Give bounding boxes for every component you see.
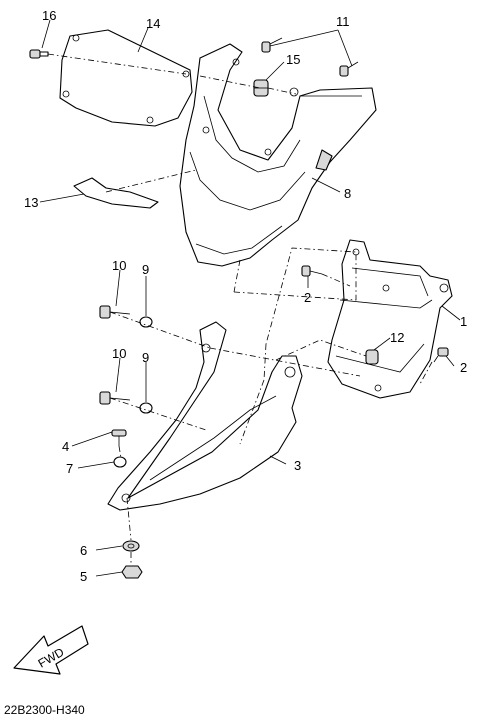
part-6-washer [122,540,140,552]
part-10-bolt-lower [99,391,131,405]
assembly-lines [47,53,433,566]
part-9-collar-upper [139,316,153,328]
callout-14: 14 [146,16,160,31]
callout-15: 15 [286,52,300,67]
diagram-code: 22B2300-H340 [4,703,85,717]
part-2-bolt-lower [433,347,449,363]
callout-labels: 16 14 11 15 13 8 10 9 2 1 12 2 10 9 4 7 … [24,8,467,584]
callout-11: 11 [336,14,350,29]
callout-9-upper: 9 [142,262,149,277]
callout-10-upper: 10 [112,258,126,273]
callout-4: 4 [62,439,69,454]
part-15-grommet [253,79,269,97]
callout-5: 5 [80,569,87,584]
part-12-grommet [365,349,379,365]
callout-7: 7 [66,461,73,476]
callout-2-upper: 2 [304,290,311,305]
part-8-headlight-cowl [179,43,377,267]
callout-10-lower: 10 [112,346,126,361]
leader-lines [39,19,461,577]
callout-12: 12 [390,330,404,345]
part-2-bolt-upper [301,265,323,277]
part-10-bolt-upper [99,305,131,319]
callout-6: 6 [80,543,87,558]
callout-13: 13 [24,195,38,210]
part-1-stay-frame [327,239,453,399]
part-13-cover [73,177,159,209]
part-4-screw [111,429,127,446]
callout-16: 16 [42,8,56,23]
part-16-screw [29,49,49,59]
callout-9-lower: 9 [142,350,149,365]
part-7-collar [113,456,127,468]
part-11-screws [261,37,359,77]
part-14-cover-panel [59,29,193,127]
part-3-side-cover [107,321,303,511]
callout-1: 1 [460,314,467,329]
callout-3: 3 [294,458,301,473]
callout-8: 8 [344,186,351,201]
callout-2-lower: 2 [460,360,467,375]
fwd-arrow-icon: FWD [13,625,89,675]
part-5-nut [121,565,143,579]
